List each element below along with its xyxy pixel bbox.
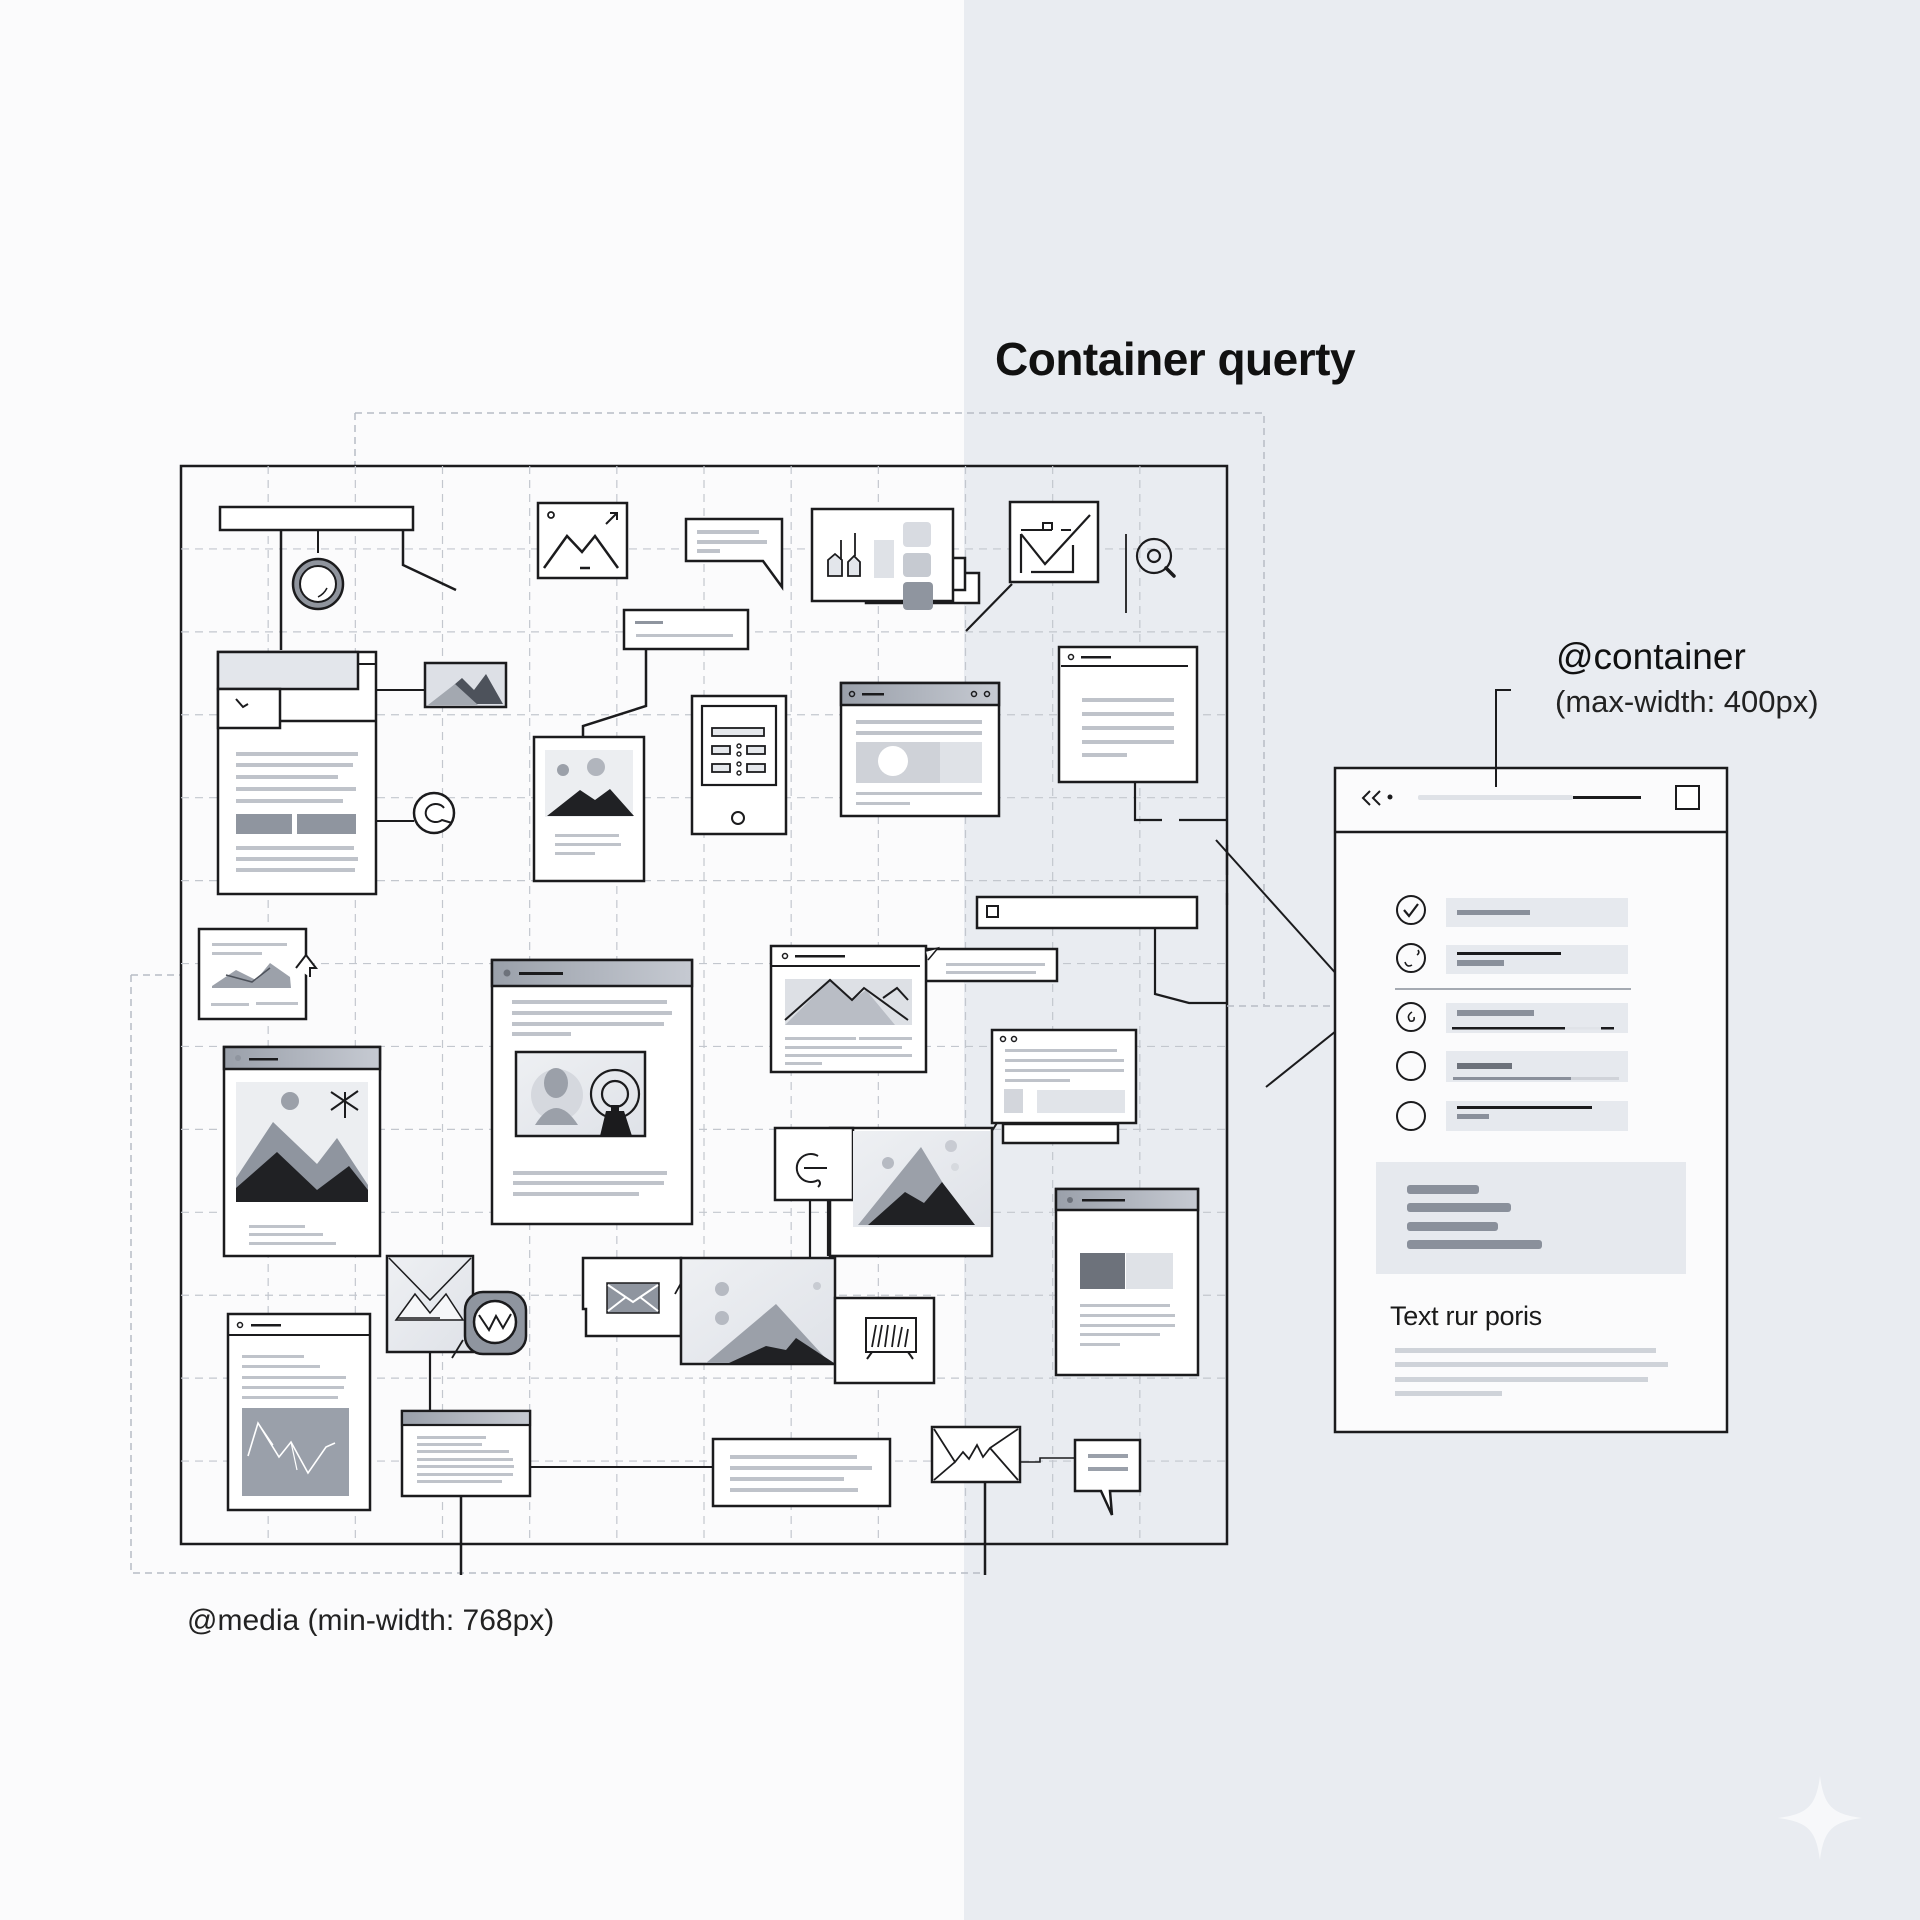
empty-circle-icon: [1396, 1051, 1426, 1081]
component-panel: [1333, 689, 1729, 1434]
image-upload-icon: [536, 501, 629, 580]
list-row-5: [1396, 1101, 1628, 1131]
panel-body-lines: [1395, 1348, 1668, 1396]
media-outline: [130, 974, 983, 1574]
text-card: [711, 1437, 892, 1508]
network-card: [773, 1126, 994, 1260]
search-icon: [1125, 534, 1176, 613]
list-row-1: [1396, 895, 1628, 927]
container-query-condition: (max-width: 400px): [1555, 684, 1819, 719]
list-row-3: [1396, 1002, 1628, 1033]
profile-card: [490, 958, 694, 1226]
header-bar-component: [218, 505, 457, 650]
speech-bubble: [684, 517, 784, 591]
panel-title-bar: [1573, 796, 1641, 799]
refresh-circle-icon: [1396, 943, 1426, 973]
sidebar-list-window: [226, 1312, 372, 1512]
double-chevron-left-icon: [1361, 790, 1393, 806]
diagram-title: Container querty: [995, 333, 1356, 385]
square-icon: [1675, 785, 1700, 810]
mountain-photo: [679, 1256, 837, 1366]
mail-check-icon: [1008, 500, 1100, 584]
panel-heading: Text rur poris: [1390, 1301, 1542, 1331]
spinner-circle-icon: [1396, 1002, 1426, 1032]
calculator-device: [690, 694, 788, 836]
avatar-circle-icon: [291, 557, 345, 611]
container-outline: [354, 412, 1265, 1005]
panel-title-track: [1418, 795, 1573, 800]
photo-card: [532, 735, 646, 883]
sparkle-icon: [1778, 1776, 1862, 1860]
hero-card: [222, 1045, 382, 1258]
wave-badge-icon: [451, 1290, 528, 1359]
search-bar-card: [581, 608, 750, 740]
sidebar-card: [216, 650, 426, 896]
text-window: [400, 1409, 713, 1575]
browser-window-dual: [839, 681, 1001, 818]
monitor-window: [1057, 645, 1227, 822]
container-query-keyword: @container: [1556, 636, 1746, 677]
chart-card: [810, 507, 1013, 632]
list-row-4: [1396, 1051, 1628, 1082]
mail-icon-tile: [385, 1254, 475, 1410]
chart-thumbnail: [197, 927, 319, 1021]
content-block: [1376, 1162, 1686, 1274]
list-row-2: [1396, 943, 1628, 974]
checkbox-input: [975, 845, 1229, 1005]
check-circle-icon: [1403, 903, 1419, 918]
image-thumbnail: [423, 661, 508, 709]
at-icon: [412, 791, 456, 835]
envelope-icon: [930, 1425, 1075, 1575]
envelope-card: [581, 1256, 687, 1338]
chat-bubble: [1073, 1438, 1142, 1516]
tv-icon-tile: [833, 1296, 936, 1385]
media-query-label: @media (min-width: 768px): [187, 1604, 555, 1637]
empty-circle-icon: [1396, 1101, 1426, 1131]
article-window: [1054, 1187, 1200, 1377]
landscape-window: [769, 944, 1059, 1074]
